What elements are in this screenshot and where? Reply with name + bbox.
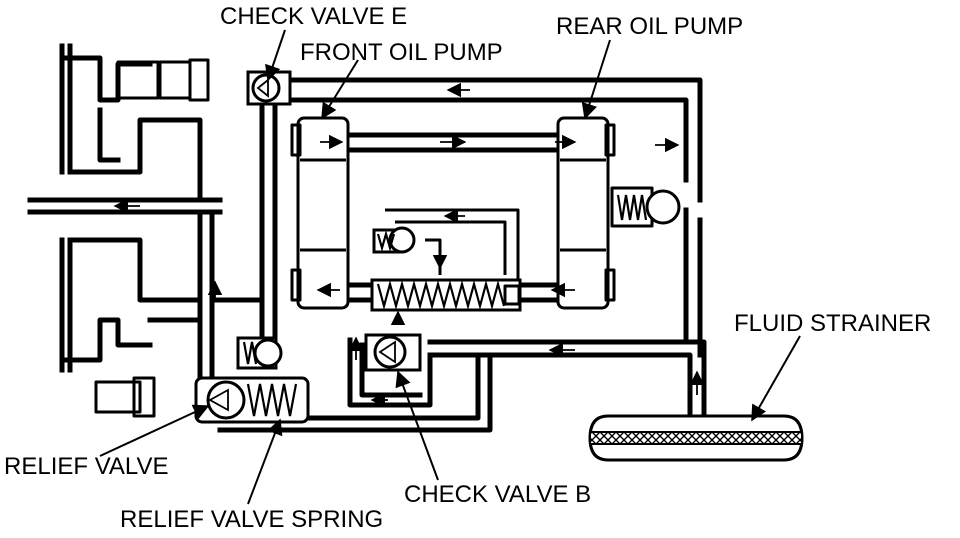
label-rear-oil-pump: REAR OIL PUMP: [556, 13, 743, 40]
label-check-valve-e: CHECK VALVE E: [220, 3, 407, 30]
label-check-valve-b: CHECK VALVE B: [404, 481, 591, 508]
front-oil-pump: [290, 116, 350, 310]
label-fluid-strainer: FLUID STRAINER: [734, 310, 931, 337]
leader-lines: [99, 29, 801, 505]
label-relief-valve: RELIEF VALVE: [4, 453, 169, 480]
left-check-valve: [236, 336, 283, 370]
fluid-passages: [147, 77, 707, 433]
flow-arrows: [113, 82, 705, 408]
center-regulator-valve: [370, 226, 522, 312]
rear-pump-check-valve: [610, 186, 681, 228]
relief-valve-assembly: [194, 376, 310, 424]
label-relief-valve-spring: RELIEF VALVE SPRING: [120, 506, 383, 533]
check-valve-b: [364, 333, 422, 372]
fluid-strainer: [588, 414, 804, 462]
label-front-oil-pump: FRONT OIL PUMP: [300, 39, 503, 66]
rear-oil-pump: [556, 116, 616, 310]
transmission-housing: [27, 43, 223, 418]
